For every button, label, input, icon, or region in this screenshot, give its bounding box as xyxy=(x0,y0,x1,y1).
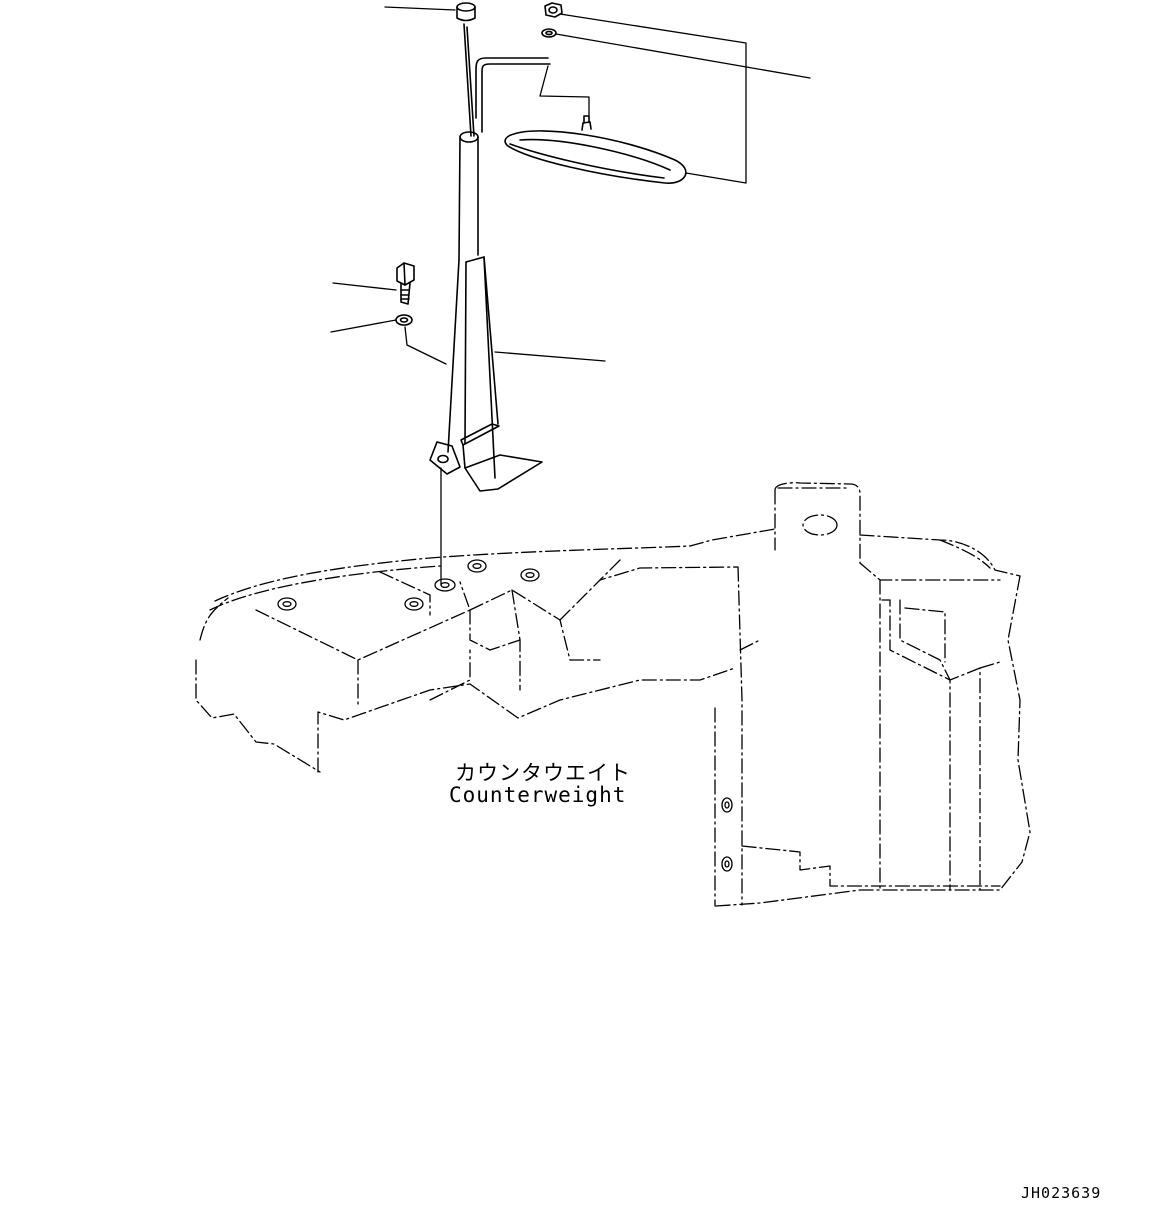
leader-cap xyxy=(384,6,456,11)
rod-icon xyxy=(463,23,551,137)
hole-3 xyxy=(520,568,540,582)
stay-bracket-icon xyxy=(429,256,543,492)
nut-icon xyxy=(544,2,563,18)
leader-nut xyxy=(559,13,747,184)
washer-connector xyxy=(404,326,447,365)
leader-washer xyxy=(330,319,397,333)
counterweight-label-english: Counterweight xyxy=(449,783,627,807)
leader-bolt xyxy=(332,282,397,291)
hole-7 xyxy=(721,856,733,872)
hole-1 xyxy=(434,578,456,592)
hole-5 xyxy=(277,597,297,611)
hole-6 xyxy=(721,797,733,813)
counterweight-outline xyxy=(195,482,1031,907)
washer-top-icon xyxy=(541,28,557,38)
mounting-holes xyxy=(277,559,733,872)
drawing-number: JH023639 xyxy=(1021,1184,1102,1202)
leader-washer-top xyxy=(555,33,811,79)
hole-4 xyxy=(404,597,424,611)
hole-2 xyxy=(467,559,487,573)
bolt-icon xyxy=(396,262,415,305)
leader-lines xyxy=(330,6,811,586)
leader-stay xyxy=(494,351,606,362)
cap-icon xyxy=(456,2,476,22)
mirror-connector xyxy=(539,65,590,117)
counterweight-label-japanese: カウンタウエイト xyxy=(455,761,631,785)
pipe-icon xyxy=(458,131,479,261)
washer-icon xyxy=(395,314,413,326)
mirror-icon xyxy=(504,115,687,184)
